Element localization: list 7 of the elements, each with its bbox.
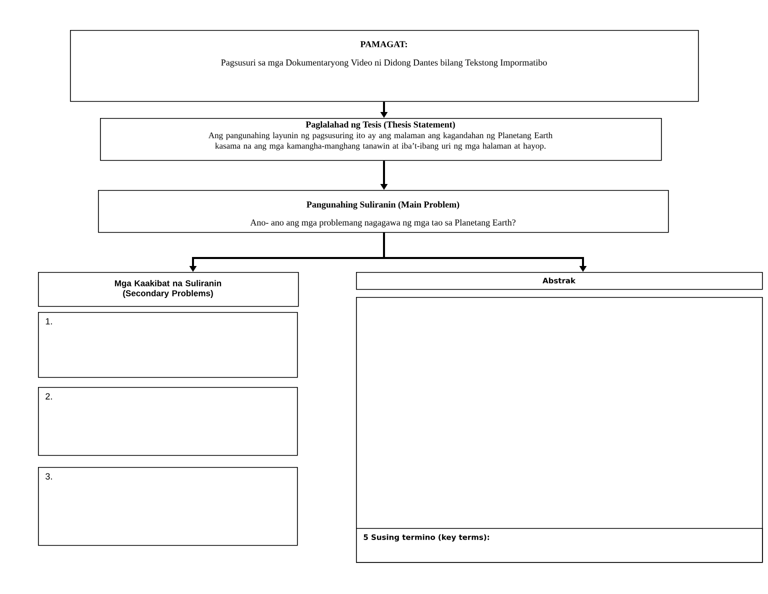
- title-box: PAMAGAT: Pagsusuri sa mga Dokumentaryong Video ni Didong Dantes bilang Tekstong Impormatibo: [70, 30, 699, 102]
- header-box: Mga Kaakibat na Suliranin (Secondary Problems): [38, 272, 299, 307]
- answer-box: 3.: [38, 467, 298, 546]
- answer-box: 2.: [38, 387, 298, 456]
- thesis-box: Paglalahad ng Tesis (Thesis Statement) Ang pangunahing layunin ng pagsusuring ito ay ang malaman ang kagandahan ng Planetang Earth kasama na ang mga kamangha-manghang tanawin at iba’t-ibang uri ng mga halaman at hayop.: [100, 118, 662, 161]
- answer-box: 1.: [38, 312, 298, 378]
- problem-box: Pangunahing Suliranin (Main Problem) Ano- ano ang mga problemang nagagawa ng mga tao sa Planetang Earth?: [98, 190, 669, 233]
